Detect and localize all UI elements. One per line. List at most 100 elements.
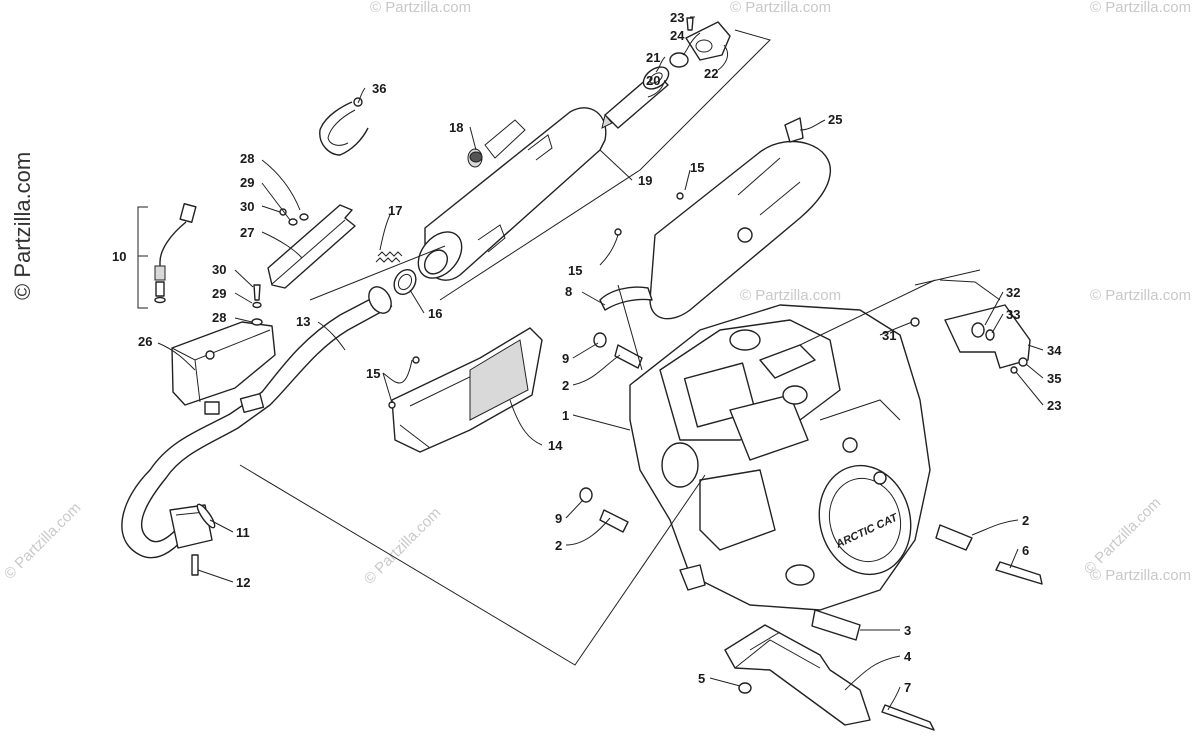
part-2-bushing — [599, 509, 629, 533]
watermark-tile: © Partzilla.com — [1, 499, 84, 582]
part-14-heat-shield — [391, 327, 543, 453]
callout-21: 21 — [646, 50, 660, 65]
part-29-washer — [288, 218, 298, 226]
callout-24: 24 — [670, 28, 685, 43]
watermark-tile: © Partzilla.com — [361, 504, 444, 587]
callout-20: 20 — [646, 73, 660, 88]
part-36-clamp-strap — [319, 97, 369, 156]
part-5-nut — [738, 682, 752, 694]
callout-14: 14 — [548, 438, 563, 453]
guide-lines — [239, 29, 936, 666]
part-19-muffler — [417, 107, 607, 281]
callout-leaders — [138, 16, 1044, 711]
callout-26: 26 — [138, 334, 152, 349]
part-4-engine-mount — [724, 624, 871, 726]
callout-25: 25 — [828, 112, 842, 127]
watermark-tile: © Partzilla.com — [1090, 567, 1191, 584]
callout-33: 33 — [1006, 307, 1020, 322]
callout-7: 7 — [904, 680, 911, 695]
part-11-gasket — [196, 503, 216, 529]
callout-5: 5 — [698, 671, 705, 686]
callout-23: 23 — [1047, 398, 1061, 413]
part-27-shield — [267, 204, 356, 289]
part-15-screw — [412, 356, 420, 364]
part-35-nut — [1018, 357, 1028, 367]
callout-15: 15 — [568, 263, 582, 278]
part-6-bolt — [995, 561, 1043, 585]
callout-35: 35 — [1047, 371, 1061, 386]
part-17-spring — [375, 251, 403, 263]
part-23-screw — [1010, 366, 1018, 374]
callout-2: 2 — [562, 378, 569, 393]
callout-2: 2 — [555, 538, 562, 553]
part-9-nut — [579, 487, 593, 503]
part-16-gasket — [393, 268, 417, 296]
callout-1: 1 — [562, 408, 569, 423]
callout-27: 27 — [240, 225, 254, 240]
callout-9: 9 — [555, 511, 562, 526]
callout-30: 30 — [212, 262, 226, 277]
watermark-tile: © Partzilla.com — [740, 287, 841, 304]
callout-8: 8 — [565, 284, 572, 299]
callout-28: 28 — [212, 310, 226, 325]
part-18-grommet — [469, 151, 483, 163]
part-3-bushing — [811, 609, 861, 641]
callout-4: 4 — [904, 649, 912, 664]
callout-29: 29 — [240, 175, 254, 190]
part-13-header-pipe — [121, 286, 393, 559]
part-21-gasket — [642, 66, 670, 90]
callout-17: 17 — [388, 203, 402, 218]
part-2-bushing — [614, 344, 643, 369]
part-7-bolt — [881, 704, 935, 731]
callout-11: 11 — [236, 525, 250, 540]
part-23-screw-top — [686, 17, 694, 31]
watermark-tile: © Partzilla.com — [1081, 494, 1164, 577]
callout-22: 22 — [704, 66, 718, 81]
callout-18: 18 — [449, 120, 463, 135]
callout-32: 32 — [1006, 285, 1020, 300]
part-28-washer — [299, 213, 309, 221]
callout-15: 15 — [366, 366, 380, 381]
watermark-tile: © Partzilla.com — [370, 0, 471, 16]
hardware — [191, 151, 1043, 731]
part-10-sensor — [137, 203, 197, 309]
callout-12: 12 — [236, 575, 250, 590]
part-29-washer — [252, 301, 262, 309]
part-12-bolt — [191, 554, 199, 576]
part-22-spark-arrestor — [685, 21, 731, 61]
part-8-shield-piece — [599, 286, 653, 311]
part-1-engine: ARCTIC CAT — [629, 304, 931, 611]
callout-34: 34 — [1047, 343, 1062, 358]
watermark-tile: © Partzilla.com — [1090, 0, 1191, 16]
part-15-screw — [614, 228, 622, 236]
watermark-side: © Partzilla.com — [10, 152, 35, 300]
callout-23: 23 — [670, 10, 684, 25]
callout-31: 31 — [882, 328, 896, 343]
callout-19: 19 — [638, 173, 652, 188]
watermark-tile: © Partzilla.com — [730, 0, 831, 16]
callout-labels: 23 24 21 20 22 25 15 15 36 18 19 28 29 3… — [112, 10, 1062, 695]
callout-15: 15 — [690, 160, 704, 175]
callout-36: 36 — [372, 81, 386, 96]
callout-30: 30 — [240, 199, 254, 214]
part-32-bushing — [971, 322, 985, 338]
part-25-muffler-shield — [649, 117, 831, 320]
part-2-bushing — [935, 524, 973, 551]
callout-3: 3 — [904, 623, 911, 638]
callout-29: 29 — [212, 286, 226, 301]
part-15-screw — [676, 192, 684, 200]
callout-16: 16 — [428, 306, 442, 321]
callout-9: 9 — [562, 351, 569, 366]
callout-6: 6 — [1022, 543, 1029, 558]
callout-13: 13 — [296, 314, 310, 329]
callout-2: 2 — [1022, 513, 1029, 528]
part-28-washer — [251, 318, 263, 326]
part-26-heat-shield — [171, 321, 276, 406]
callout-28: 28 — [240, 151, 254, 166]
part-24-o-ring — [669, 52, 689, 68]
part-30-screw — [253, 284, 261, 301]
part-31-screw — [910, 317, 920, 327]
watermark-tile: © Partzilla.com — [1090, 287, 1191, 304]
